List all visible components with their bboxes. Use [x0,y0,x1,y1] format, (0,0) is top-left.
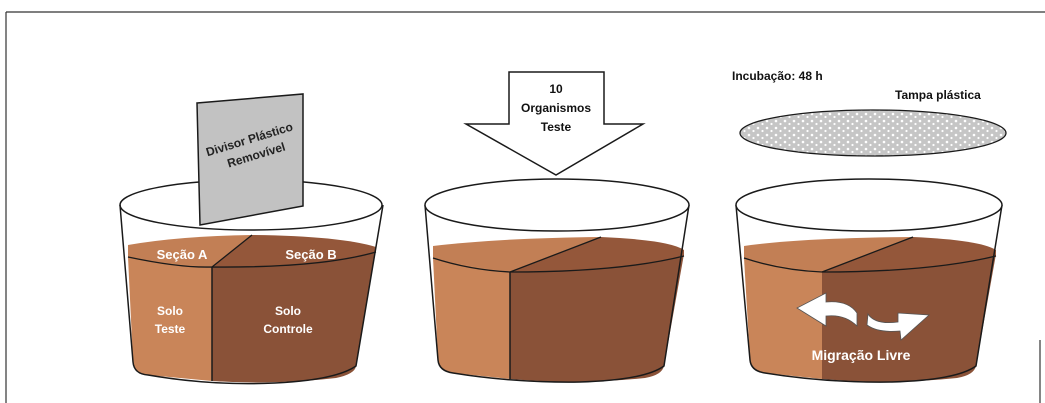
arrow-label-line-3: Teste [541,120,572,134]
soil-control-region [212,249,376,383]
soil-dark-side [510,254,684,382]
soil-top-dark [510,237,684,272]
cup-outline [735,204,1003,383]
soil-test-label-line-2: Teste [155,322,186,336]
soil-top-dark [822,237,996,272]
cup-step-1: Divisor Plástico Removível Seção A Seção… [119,93,384,385]
cup-step-3: Incubação: 48 h Tampa plástica Migração … [732,69,1007,383]
soil-top-light [744,237,913,272]
plastic-divider-icon [196,93,304,226]
lid-label: Tampa plástica [895,88,981,102]
soil-light-side [433,258,510,379]
plastic-lid-icon [739,109,1007,157]
cup-rim [735,178,1003,232]
soil-control-label-line-2: Controle [263,322,313,336]
soil-top-light [433,237,601,272]
soil-surface-front-edge [127,251,377,268]
soil-test-region [128,257,212,381]
soil-top-section-b [212,235,376,268]
curved-arrow-left-icon [796,292,858,327]
down-arrow-icon [463,71,646,176]
arrow-label-line-1: 10 [549,82,563,96]
migration-label: Migração Livre [812,347,911,363]
incubation-label: Incubação: 48 h [732,69,823,83]
curved-arrow-right-icon [866,312,930,341]
section-a-label: Seção A [157,247,208,262]
soil-top-divider-line [509,236,602,273]
cup-outline [424,204,690,383]
cup-rim [424,178,690,232]
cup-outline [119,204,384,385]
section-b-label: Seção B [285,247,336,262]
soil-top-divider-line [821,236,914,273]
arrow-label-line-2: Organismos [521,101,591,115]
soil-surface-front-edge [432,255,685,273]
soil-surface-front-edge [743,255,997,273]
soil-control-label-line-1: Solo [275,304,301,318]
soil-light-side [744,258,822,379]
soil-test-label-line-1: Solo [157,304,183,318]
soil-top-divider-line [211,234,253,268]
cup-step-2: 10 Organismos Teste [424,71,690,383]
